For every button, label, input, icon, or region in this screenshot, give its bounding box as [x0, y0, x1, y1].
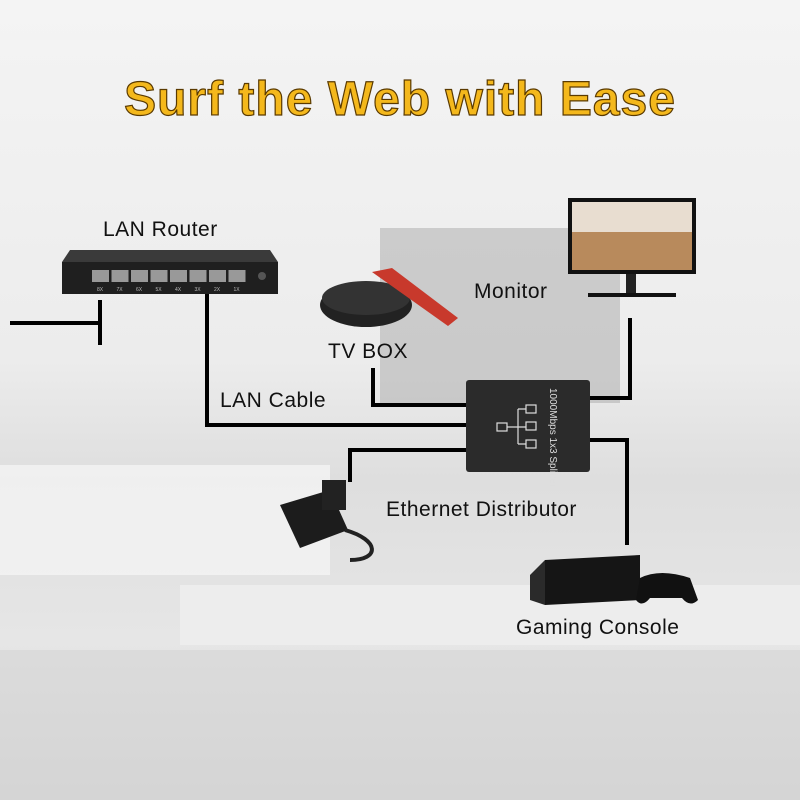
ethernet-splitter: 1000Mbps 1x3 Splitter	[466, 380, 590, 488]
tvbox-cable	[371, 368, 466, 407]
router-port-label: 7X	[116, 287, 123, 293]
router-port-label: 1X	[233, 287, 240, 293]
router-port-label: 8X	[97, 287, 104, 293]
router-port-label: 3X	[194, 287, 201, 293]
router-port	[170, 270, 187, 282]
router-port	[228, 270, 246, 282]
router-port	[150, 270, 168, 282]
power-cable	[348, 448, 466, 482]
label-lan-router: LAN Router	[103, 218, 218, 241]
background-table	[180, 585, 800, 645]
background-floor	[0, 650, 800, 800]
headline: Surf the Web with Ease	[123, 72, 676, 126]
tv-box	[320, 268, 458, 327]
console-cable	[590, 438, 629, 545]
lan-cable	[205, 292, 466, 427]
label-ethernet-distributor: Ethernet Distributor	[386, 498, 577, 521]
label-tv-box: TV BOX	[328, 340, 409, 363]
router-port-label: 5X	[155, 287, 162, 293]
splitter-label: 1000Mbps 1x3 Splitter	[547, 388, 558, 488]
power-adapter	[280, 480, 374, 562]
router-port	[189, 270, 207, 282]
router-port-label: 6X	[136, 287, 143, 293]
monitor-cable	[590, 318, 632, 400]
gaming-console	[530, 555, 698, 605]
label-monitor: Monitor	[474, 280, 548, 303]
label-lan-cable: LAN Cable	[220, 389, 327, 412]
controller	[636, 573, 698, 604]
router-port	[92, 270, 109, 282]
wan-cable	[10, 300, 102, 345]
lan-router: 8X 7X 6X 5X 4X 3X 2X 1X	[62, 250, 278, 294]
router-port	[111, 270, 129, 282]
router-port-label: 2X	[214, 287, 221, 293]
monitor	[568, 198, 696, 297]
router-port-label: 4X	[175, 287, 182, 293]
router-port	[131, 270, 148, 282]
label-gaming-console: Gaming Console	[516, 616, 680, 639]
background-shelf	[0, 465, 330, 575]
remote-control	[372, 268, 458, 326]
router-port	[209, 270, 226, 282]
cables	[10, 292, 632, 545]
